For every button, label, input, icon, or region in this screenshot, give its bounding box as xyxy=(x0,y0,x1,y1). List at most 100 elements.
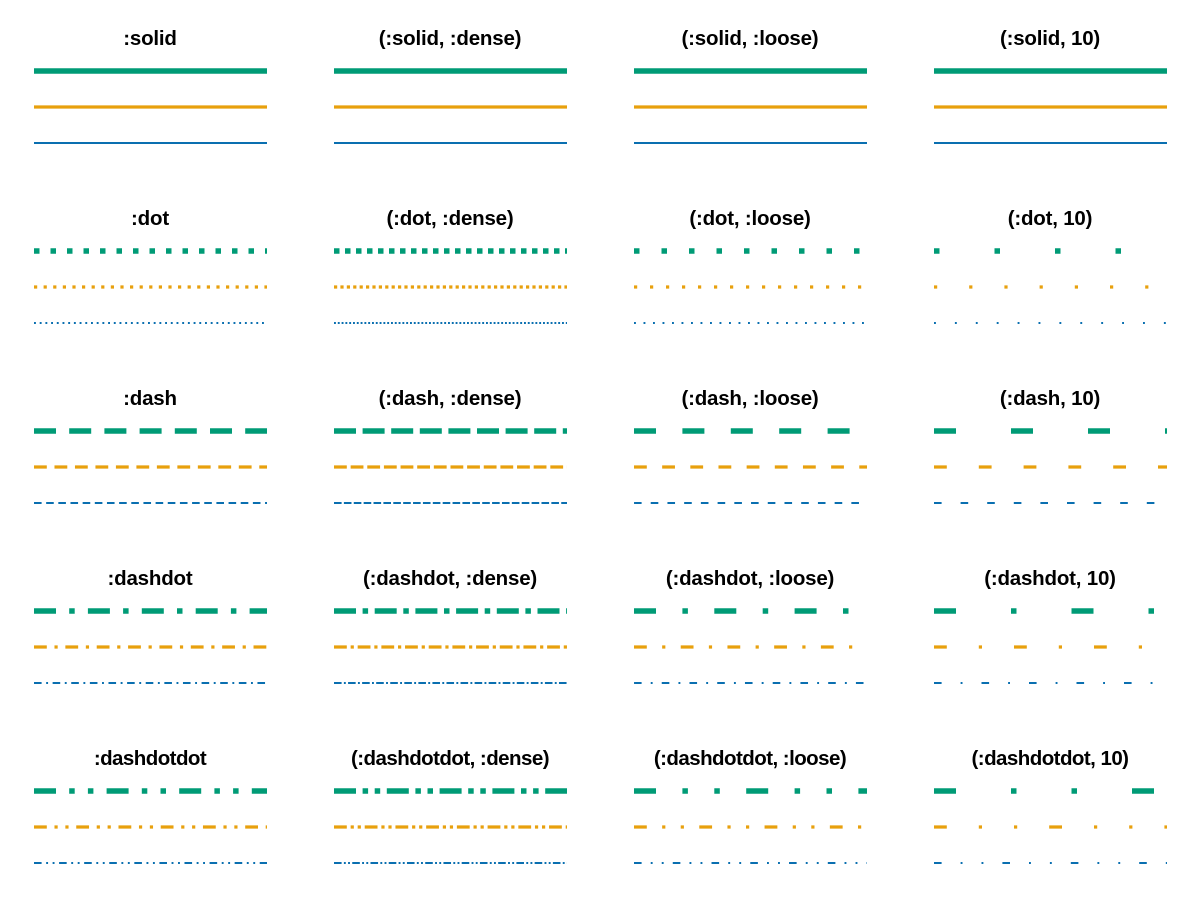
line-green-svg xyxy=(333,67,567,74)
line-sample-orange xyxy=(333,822,567,858)
line-orange-svg xyxy=(333,284,567,289)
line-sample-blue xyxy=(933,318,1167,328)
line-sample-blue xyxy=(33,858,267,868)
line-sample-blue xyxy=(333,498,567,508)
line-blue-svg xyxy=(33,861,267,864)
line-samples xyxy=(633,606,867,688)
line-sample-green xyxy=(33,606,267,642)
line-samples xyxy=(933,66,1167,148)
line-orange-svg xyxy=(333,104,567,109)
line-sample-blue xyxy=(333,858,567,868)
cell-title: (:dashdot, :dense) xyxy=(362,567,538,590)
line-sample-orange xyxy=(633,282,867,318)
line-sample-blue xyxy=(933,138,1167,148)
cell-title: :solid xyxy=(123,27,177,50)
line-green-svg xyxy=(33,607,267,614)
line-orange-svg xyxy=(333,824,567,829)
line-sample-blue xyxy=(633,678,867,688)
line-sample-blue xyxy=(33,678,267,688)
line-green-svg xyxy=(333,787,567,794)
line-sample-orange xyxy=(633,642,867,678)
linestyle-cell-solid-dense: (:solid, :dense) xyxy=(300,0,600,180)
line-sample-green xyxy=(933,606,1167,642)
line-orange-svg xyxy=(933,464,1167,469)
line-sample-green xyxy=(333,786,567,822)
line-green-svg xyxy=(933,787,1167,794)
line-sample-orange xyxy=(933,642,1167,678)
line-orange-svg xyxy=(33,824,267,829)
line-blue-svg xyxy=(333,321,567,324)
linestyle-cell-dash-loose: (:dash, :loose) xyxy=(600,360,900,540)
line-green-svg xyxy=(933,247,1167,254)
line-orange-svg xyxy=(933,644,1167,649)
line-orange-svg xyxy=(933,824,1167,829)
line-blue-svg xyxy=(33,141,267,144)
line-sample-orange xyxy=(933,822,1167,858)
line-green-svg xyxy=(933,607,1167,614)
line-samples xyxy=(933,786,1167,868)
line-sample-orange xyxy=(933,102,1167,138)
cell-title: :dot xyxy=(131,207,169,230)
line-sample-green xyxy=(933,66,1167,102)
linestyle-cell-solid-loose: (:solid, :loose) xyxy=(600,0,900,180)
line-sample-green xyxy=(633,786,867,822)
line-green-svg xyxy=(633,607,867,614)
cell-title: (:solid, :dense) xyxy=(378,27,522,50)
line-samples xyxy=(333,606,567,688)
line-green-svg xyxy=(633,427,867,434)
line-orange-svg xyxy=(333,644,567,649)
line-samples xyxy=(333,246,567,328)
line-sample-orange xyxy=(33,822,267,858)
line-orange-svg xyxy=(633,824,867,829)
line-sample-green xyxy=(333,606,567,642)
line-orange-svg xyxy=(633,104,867,109)
line-green-svg xyxy=(633,247,867,254)
line-orange-svg xyxy=(633,284,867,289)
line-sample-blue xyxy=(633,498,867,508)
line-blue-svg xyxy=(333,861,567,864)
line-sample-green xyxy=(933,426,1167,462)
line-samples xyxy=(933,246,1167,328)
line-blue-svg xyxy=(333,141,567,144)
line-blue-svg xyxy=(333,681,567,684)
line-samples xyxy=(633,426,867,508)
line-sample-blue xyxy=(933,858,1167,868)
line-sample-orange xyxy=(633,462,867,498)
line-sample-green xyxy=(633,66,867,102)
line-sample-green xyxy=(333,246,567,282)
line-sample-green xyxy=(633,246,867,282)
line-samples xyxy=(33,66,267,148)
line-orange-svg xyxy=(633,464,867,469)
line-samples xyxy=(33,246,267,328)
line-sample-blue xyxy=(33,318,267,328)
linestyle-cell-dashdot-dense: (:dashdot, :dense) xyxy=(300,540,600,720)
line-sample-green xyxy=(933,246,1167,282)
line-green-svg xyxy=(33,67,267,74)
line-samples xyxy=(633,246,867,328)
line-green-svg xyxy=(333,427,567,434)
line-blue-svg xyxy=(633,501,867,504)
line-blue-svg xyxy=(933,141,1167,144)
cell-title: (:dash, :dense) xyxy=(378,387,522,410)
line-orange-svg xyxy=(633,644,867,649)
line-sample-blue xyxy=(33,498,267,508)
linestyle-cell-dot-normal: :dot xyxy=(0,180,300,360)
line-samples xyxy=(333,66,567,148)
line-samples xyxy=(633,786,867,868)
line-blue-svg xyxy=(933,321,1167,324)
line-blue-svg xyxy=(33,501,267,504)
linestyle-cell-solid-numeric: (:solid, 10) xyxy=(900,0,1200,180)
cell-title: (:dashdotdot, 10) xyxy=(971,747,1129,770)
line-green-svg xyxy=(33,787,267,794)
line-sample-blue xyxy=(933,498,1167,508)
line-blue-svg xyxy=(33,321,267,324)
line-sample-green xyxy=(33,426,267,462)
cell-title: (:solid, 10) xyxy=(999,27,1101,50)
line-green-svg xyxy=(33,247,267,254)
linestyle-cell-dot-dense: (:dot, :dense) xyxy=(300,180,600,360)
cell-title: (:dot, :loose) xyxy=(689,207,811,230)
linestyle-cell-dash-numeric: (:dash, 10) xyxy=(900,360,1200,540)
cell-title: (:solid, :loose) xyxy=(681,27,819,50)
line-blue-svg xyxy=(633,141,867,144)
linestyle-cell-solid-normal: :solid xyxy=(0,0,300,180)
